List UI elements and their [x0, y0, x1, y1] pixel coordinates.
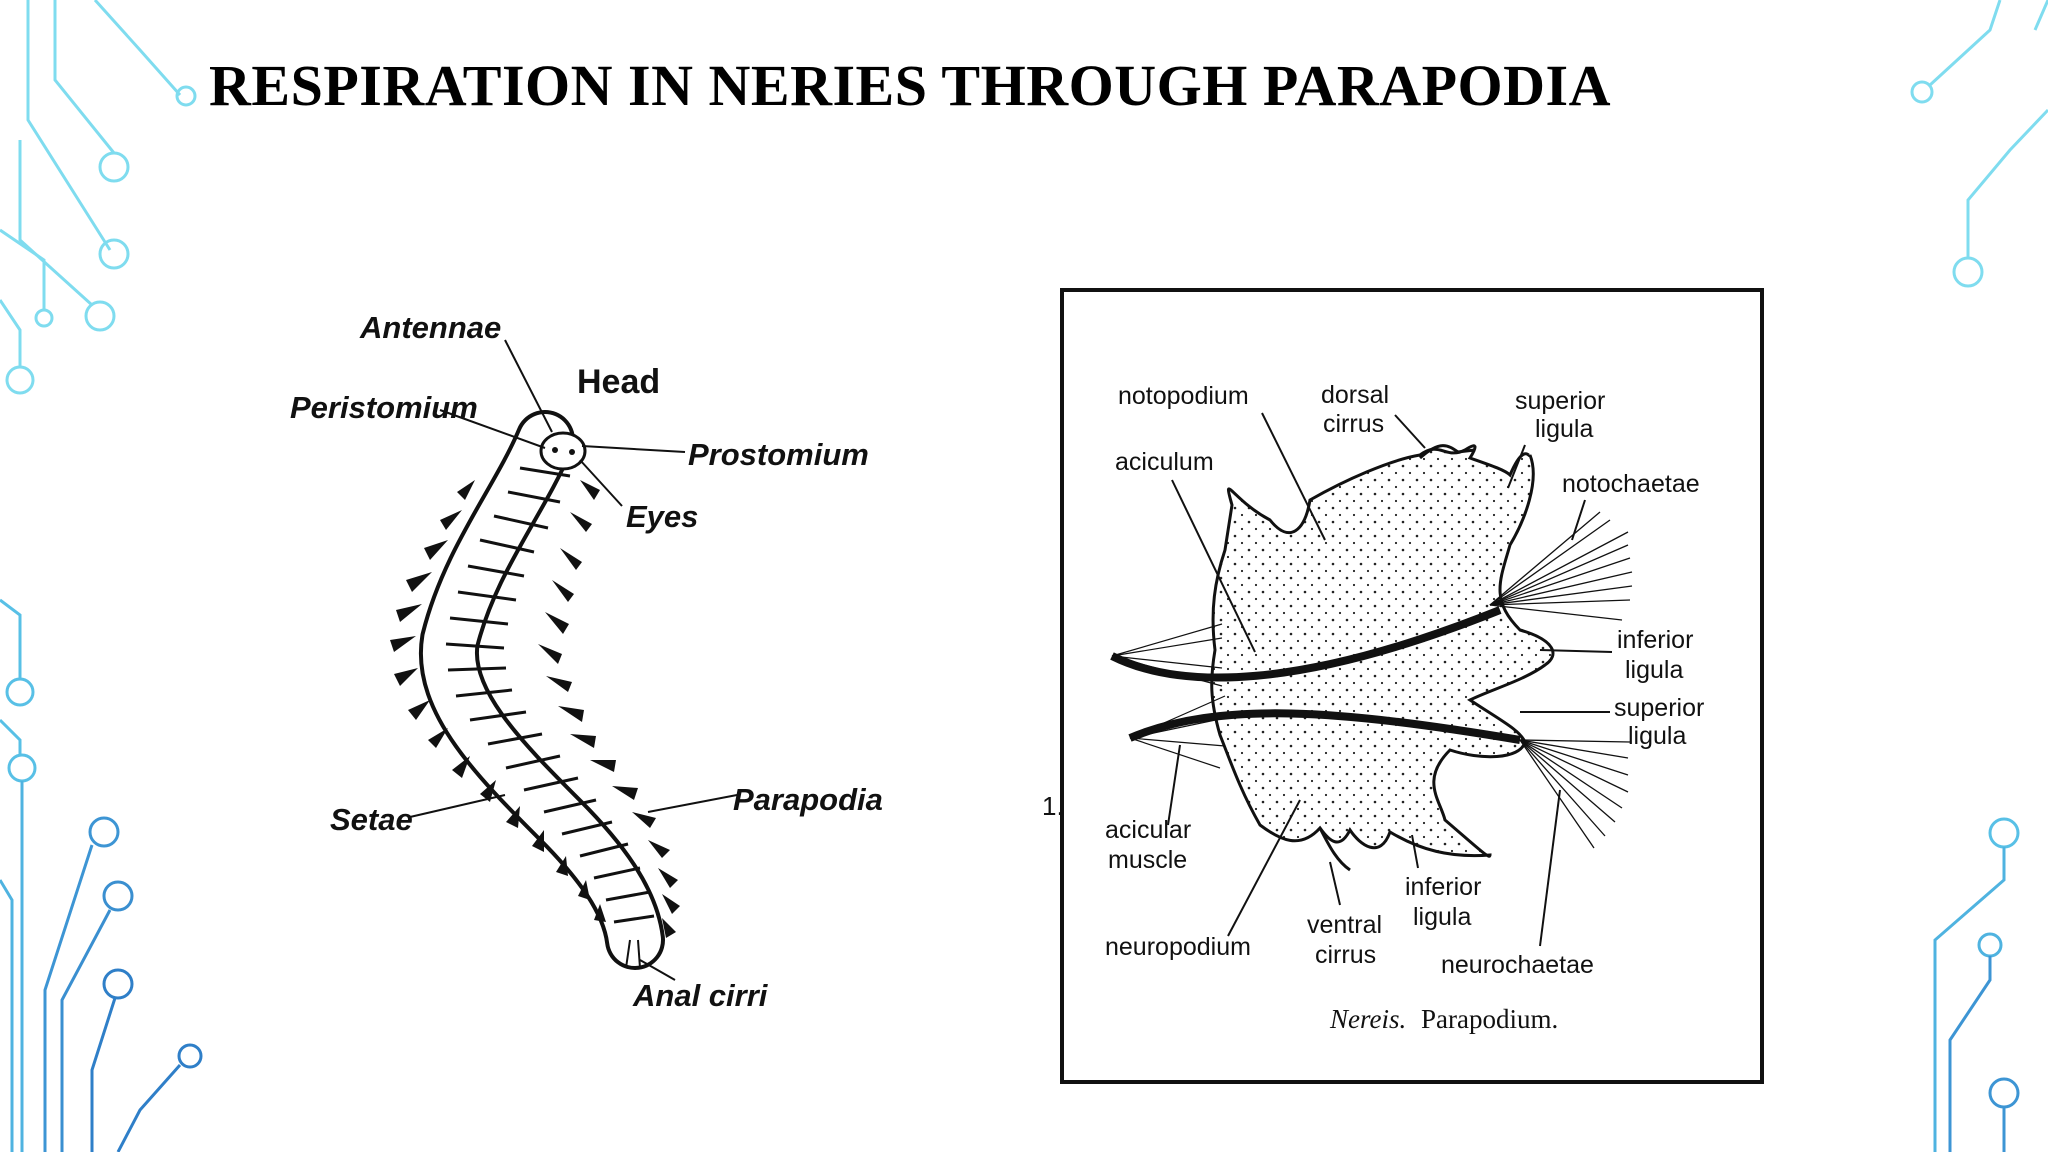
caption-text: Parapodium. — [1421, 1004, 1558, 1034]
label-superior-ligula-top-2: ligula — [1535, 415, 1593, 443]
nereis-body-diagram: Antennae Head Peristomium Prostomium Eye… — [290, 310, 883, 1013]
eye-mark — [552, 447, 558, 453]
label-dorsal-cirrus-2: cirrus — [1323, 410, 1384, 438]
worm-body — [418, 410, 665, 970]
dorsal-cirrus-shape — [1418, 444, 1476, 460]
label-superior-ligula-top-1: superior — [1515, 387, 1605, 415]
ventral-cirrus-shape — [1318, 827, 1351, 872]
label-ventral-cirrus-2: cirrus — [1315, 941, 1376, 969]
label-peristomium: Peristomium — [290, 390, 478, 425]
label-setae: Setae — [330, 802, 413, 837]
parapodium-diagram: notopodium dorsal cirrus superior ligula… — [1060, 288, 1764, 1084]
label-anal-cirri: Anal cirri — [632, 978, 769, 1013]
circuit-decoration-right — [1910, 0, 2048, 1152]
aciculum-lower — [1128, 709, 1521, 744]
label-superior-ligula-mid-1: superior — [1614, 694, 1704, 722]
label-inferior-ligula-right-1: inferior — [1617, 626, 1693, 654]
label-antennae: Antennae — [359, 310, 501, 345]
label-head: Head — [577, 363, 660, 401]
svg-text:1.: 1. — [1042, 791, 1064, 821]
label-neuropodium: neuropodium — [1105, 933, 1251, 961]
label-ventral-cirrus-1: ventral — [1307, 911, 1382, 939]
label-aciculum: aciculum — [1115, 448, 1214, 476]
label-superior-ligula-mid-2: ligula — [1628, 722, 1686, 750]
label-notopodium: notopodium — [1118, 382, 1249, 410]
neurochaetae-bristles — [1519, 739, 1631, 849]
label-acicular-muscle-2: muscle — [1108, 846, 1187, 874]
label-inferior-ligula-bottom-2: ligula — [1413, 903, 1471, 931]
worm-head — [539, 431, 587, 471]
circuit-decoration-left — [0, 0, 203, 1152]
leader-lines — [409, 339, 738, 981]
figure-caption: Nereis. Parapodium. — [1329, 1004, 1558, 1034]
worm-segments — [445, 466, 655, 924]
parapodia-marks — [390, 480, 680, 938]
label-parapodia: Parapodia — [733, 782, 883, 817]
notochaetae-bristles — [1489, 511, 1633, 621]
eye-mark — [569, 449, 575, 455]
aciculum-upper — [1110, 606, 1502, 682]
label-neurochaetae: neurochaetae — [1441, 951, 1594, 979]
parapodium-leader-lines — [1167, 412, 1613, 947]
stray-mark: 1. — [1042, 791, 1064, 821]
label-notochaetae: notochaetae — [1562, 470, 1700, 498]
label-dorsal-cirrus-1: dorsal — [1321, 381, 1389, 409]
label-prostomium: Prostomium — [688, 437, 869, 472]
caption-genus: Nereis. — [1329, 1004, 1406, 1034]
slide-title: RESPIRATION IN NERIES THROUGH PARAPODIA — [209, 53, 1612, 118]
label-inferior-ligula-right-2: ligula — [1625, 656, 1683, 684]
label-acicular-muscle-1: acicular — [1105, 816, 1191, 844]
acicular-muscle-fibres — [1111, 623, 1226, 769]
label-eyes: Eyes — [626, 499, 698, 534]
label-inferior-ligula-bottom-1: inferior — [1405, 873, 1481, 901]
anal-cirri-shape — [625, 939, 641, 969]
